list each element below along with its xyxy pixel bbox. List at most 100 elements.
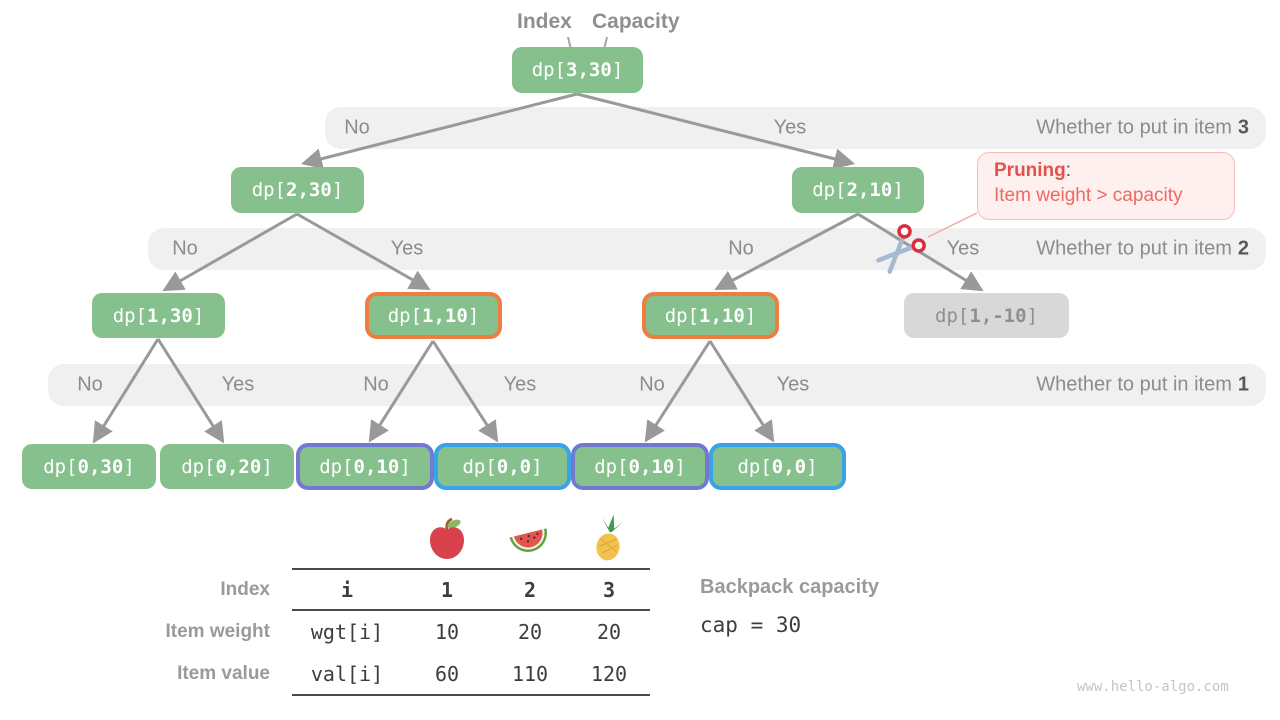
- decision-label-no: No: [363, 373, 389, 396]
- row-label: Index: [220, 579, 270, 600]
- dp-args: 1,30: [147, 304, 193, 327]
- band-question-text: Whether to put in item: [1036, 237, 1232, 260]
- dp-suffix: ]: [531, 455, 543, 478]
- band-item-number: 1: [1237, 373, 1249, 396]
- dp-suffix: ]: [192, 304, 205, 327]
- dp-prefix: dp[: [935, 304, 970, 327]
- tree-edge: [714, 212, 859, 290]
- dp-suffix: ]: [261, 455, 273, 478]
- cell-3: 120: [590, 662, 628, 686]
- dp-node-1-10-left: dp[1,10]: [365, 292, 502, 339]
- decision-label-no: No: [639, 373, 665, 396]
- cell-wgt: wgt[i]: [310, 620, 384, 644]
- capacity-panel-value: cap = 30: [700, 613, 802, 637]
- dp-node-0-10-right: dp[0,10]: [571, 443, 709, 490]
- dp-prefix: dp[: [737, 455, 772, 478]
- dp-suffix: ]: [123, 455, 135, 478]
- cell-2: 20: [517, 620, 543, 644]
- cell-val: val[i]: [310, 662, 384, 686]
- dp-suffix: ]: [331, 179, 344, 201]
- decision-label-yes: Yes: [221, 373, 255, 396]
- dp-node-0-30: dp[0,30]: [22, 444, 156, 489]
- pruning-connector-line: [927, 212, 978, 238]
- table-row-value: Item value val[i] 60 110 120: [100, 660, 650, 688]
- cell-3: 3: [602, 578, 616, 602]
- cell-2: 110: [511, 662, 549, 686]
- dp-prefix: dp[: [112, 304, 148, 327]
- dp-args: 0,0: [771, 455, 807, 478]
- dp-node-0-20: dp[0,20]: [160, 444, 294, 489]
- dp-prefix: dp[: [664, 304, 700, 327]
- dp-args: 0,10: [353, 455, 400, 478]
- tree-edge: [644, 340, 712, 443]
- tree-edges-layer: [92, 36, 984, 444]
- cell-1: 1: [440, 578, 454, 602]
- dp-args: 3,30: [566, 59, 612, 81]
- pruning-title-colon: :: [1065, 160, 1072, 181]
- dp-args: 1,-10: [969, 304, 1027, 327]
- decision-label-yes: Yes: [503, 373, 537, 396]
- decision-band-item-1: No Yes No Yes No Yes Whether to put in i…: [48, 364, 1266, 406]
- dp-suffix: ]: [399, 455, 411, 478]
- dp-node-0-0-right: dp[0,0]: [709, 443, 846, 490]
- cell-1: 60: [434, 662, 460, 686]
- dp-suffix: ]: [806, 455, 818, 478]
- decision-label-no: No: [344, 116, 370, 139]
- dp-node-0-0-left: dp[0,0]: [434, 443, 571, 490]
- dp-prefix: dp[: [181, 455, 216, 478]
- dp-prefix: dp[: [43, 455, 78, 478]
- decision-label-no: No: [77, 373, 103, 396]
- decision-label-yes: Yes: [946, 237, 980, 260]
- dp-node-0-10-left: dp[0,10]: [296, 443, 434, 490]
- cell-3: 20: [596, 620, 622, 644]
- dp-args: 1,10: [699, 304, 745, 327]
- band-item-number: 3: [1237, 116, 1249, 139]
- table-rule-mid: [292, 609, 650, 611]
- dp-suffix: ]: [467, 304, 480, 327]
- table-row-weight: Item weight wgt[i] 10 20 20: [100, 618, 650, 646]
- watermark: www.hello-algo.com: [1077, 679, 1229, 695]
- watermelon-icon: [509, 528, 547, 552]
- dp-node-1-neg10-pruned: dp[1,-10]: [904, 293, 1069, 338]
- dp-args: 0,10: [628, 455, 675, 478]
- dp-prefix: dp[: [319, 455, 354, 478]
- decision-label-yes: Yes: [390, 237, 424, 260]
- tree-edge: [156, 338, 225, 444]
- dp-suffix: ]: [744, 304, 757, 327]
- pruning-title: Pruning:: [994, 160, 1234, 182]
- cell-i: i: [340, 578, 354, 602]
- dp-node-1-30: dp[1,30]: [92, 293, 225, 338]
- decision-label-yes: Yes: [773, 116, 807, 139]
- band-question-text: Whether to put in item: [1036, 373, 1232, 396]
- tree-edge: [92, 338, 160, 444]
- table-rule-top: [292, 568, 650, 570]
- tree-edge: [708, 340, 775, 443]
- decision-label-no: No: [172, 237, 198, 260]
- pruning-title-text: Pruning: [994, 160, 1066, 181]
- capacity-panel-label: Backpack capacity: [700, 576, 880, 598]
- tree-edge: [162, 212, 298, 292]
- band-question-text: Whether to put in item: [1036, 116, 1232, 139]
- tree-edge: [576, 92, 856, 170]
- dp-prefix: dp[: [462, 455, 497, 478]
- row-label: Item weight: [165, 621, 270, 642]
- cell-1: 10: [434, 620, 460, 644]
- tree-edge: [296, 212, 431, 291]
- tree-edges: [92, 92, 984, 444]
- scissors-icon: [876, 224, 926, 274]
- pineapple-icon: [596, 514, 624, 561]
- backpack-capacity-panel: Backpack capacity cap = 30: [700, 576, 879, 637]
- pruning-callout: Pruning: Item weight > capacity: [977, 152, 1235, 220]
- dp-args: 0,30: [77, 455, 124, 478]
- dp-suffix: ]: [892, 179, 904, 201]
- index-label: Index: [517, 10, 572, 33]
- row-label: Item value: [177, 663, 270, 684]
- dp-node-1-10-right: dp[1,10]: [642, 292, 779, 339]
- dp-args: 1,10: [422, 304, 468, 327]
- dp-args: 2,10: [846, 179, 893, 201]
- decision-label-no: No: [728, 237, 754, 260]
